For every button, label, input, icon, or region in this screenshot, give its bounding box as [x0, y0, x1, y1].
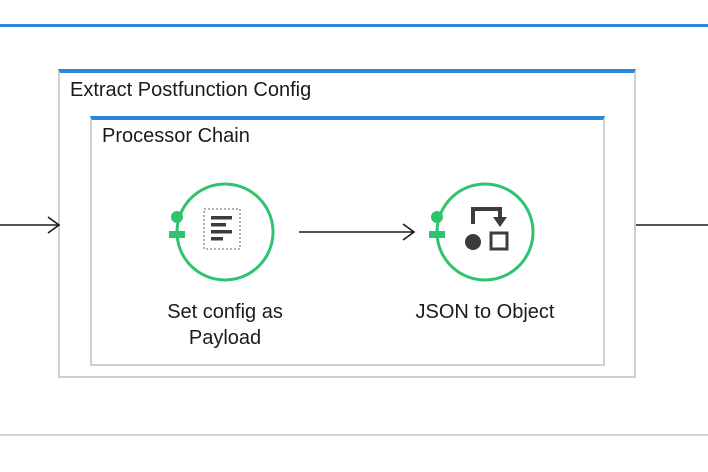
node-label-line: Payload — [188, 327, 262, 349]
bottom-lane-divider — [0, 434, 708, 436]
connector-arrow — [299, 223, 416, 241]
node-label-set-config-as-payload: Set config as Payload — [130, 299, 320, 351]
transform-shapes-icon — [465, 207, 509, 251]
node-label-line: Set config as — [167, 301, 283, 323]
node-set-config-as-payload[interactable] — [169, 182, 275, 282]
node-json-to-object[interactable] — [429, 182, 535, 282]
scope-title-outer: Extract Postfunction Config — [70, 79, 312, 101]
node-label-json-to-object: JSON to Object — [390, 299, 580, 325]
incoming-arrow — [0, 216, 61, 234]
node-label-line: JSON to Object — [415, 301, 555, 323]
payload-list-icon — [203, 208, 241, 250]
top-lane-divider — [0, 24, 708, 27]
scope-title-inner: Processor Chain — [102, 125, 250, 147]
